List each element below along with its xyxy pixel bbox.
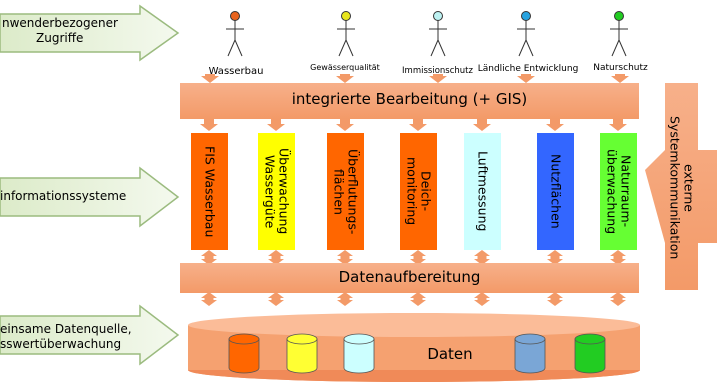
data-source-label-line1: einsame Datenquelle, <box>0 322 132 336</box>
access-arrow-label: nwenderbezogener Zugriffe <box>0 16 150 46</box>
actor-figure <box>610 11 628 57</box>
bidirectional-arrow <box>337 250 353 265</box>
system-nutzflaechen: Nutzflächen <box>537 133 574 250</box>
processing-bar <box>180 263 639 293</box>
system-label: Nutzflächen <box>548 154 564 229</box>
system-fis-wasserbau: FIS Wasserbau <box>191 133 228 250</box>
integration-bar-label: integrierte Bearbeitung (+ GIS) <box>291 90 528 108</box>
actor-label-laendliche-entwicklung: Ländliche Entwicklung <box>477 64 579 74</box>
information-systems-arrow <box>0 166 180 228</box>
access-label-line2: Zugriffe <box>36 31 84 45</box>
system-label: Überwachung Wassergüte <box>262 148 292 235</box>
system-label: Überflutungs- flächen <box>331 148 361 235</box>
external-line2: Systemkommunikation <box>667 116 683 260</box>
external-line1: externe <box>681 163 697 212</box>
processing-bar-label: Datenaufbereitung <box>338 268 481 286</box>
external-communication-arrow <box>645 83 717 290</box>
flow-arrow <box>429 74 447 83</box>
system-label: Luftmessung <box>475 151 491 232</box>
information-systems-label: informationssysteme <box>0 189 127 203</box>
actor-figure <box>429 11 447 57</box>
system-ueberflutungsflaechen: Überflutungs- flächen <box>327 133 364 250</box>
flow-arrow <box>267 119 285 131</box>
flow-arrow <box>336 74 354 83</box>
actor-label-wasserbau: Wasserbau <box>208 66 264 77</box>
flow-arrow <box>409 119 427 131</box>
bidirectional-arrow <box>268 292 284 306</box>
database-cylinder <box>514 333 546 374</box>
flow-arrow <box>473 119 491 131</box>
bidirectional-arrow <box>337 292 353 306</box>
integration-bar <box>180 83 639 119</box>
data-source-label-line2: sswertüberwachung <box>0 337 122 351</box>
flow-arrow <box>201 74 219 83</box>
data-source-label: einsame Datenquelle, sswertüberwachung <box>0 322 150 352</box>
bidirectional-arrow <box>201 292 217 306</box>
system-label: Naturraum- überwachung <box>604 148 634 235</box>
actor-figure <box>337 11 355 57</box>
system-luftmessung: Luftmessung <box>464 133 501 250</box>
data-source-arrow <box>0 304 180 366</box>
flow-arrow <box>546 119 564 131</box>
access-arrow <box>0 4 180 62</box>
bidirectional-arrow <box>410 292 426 306</box>
database-cylinder <box>228 333 260 374</box>
flow-arrow <box>336 119 354 131</box>
system-naturraumueberwachung: Naturraum- überwachung <box>600 133 637 250</box>
actor-figure <box>517 11 535 57</box>
bidirectional-arrow <box>268 250 284 265</box>
bidirectional-arrow <box>410 250 426 265</box>
bidirectional-arrow <box>547 250 563 265</box>
flow-arrow <box>517 74 535 83</box>
actor-label-naturschutz: Naturschutz <box>593 63 648 73</box>
database-cylinder <box>574 333 606 374</box>
database-cylinder <box>343 333 375 374</box>
flow-arrow <box>200 119 218 131</box>
bidirectional-arrow <box>547 292 563 306</box>
system-label: FIS Wasserbau <box>202 145 218 238</box>
flow-arrow <box>611 74 629 83</box>
flow-arrow <box>609 119 627 131</box>
system-ueberwachung-wasserguete: Überwachung Wassergüte <box>258 133 295 250</box>
database-cylinder <box>286 333 318 374</box>
actor-label-gewaesserqualitaet: Gewässerqualität <box>310 63 380 72</box>
data-label: Daten <box>427 345 473 363</box>
bidirectional-arrow <box>610 292 626 306</box>
system-deichmonitoring: Deich- monitoring <box>400 133 437 250</box>
bidirectional-arrow <box>201 250 217 265</box>
access-label-line1: nwenderbezogener <box>2 16 118 30</box>
actor-figure <box>226 11 244 57</box>
bidirectional-arrow <box>474 250 490 265</box>
bidirectional-arrow <box>610 250 626 265</box>
actor-label-immissionschutz: Immissionschutz <box>402 66 473 76</box>
bidirectional-arrow <box>474 292 490 306</box>
system-label: Deich- monitoring <box>404 157 434 226</box>
